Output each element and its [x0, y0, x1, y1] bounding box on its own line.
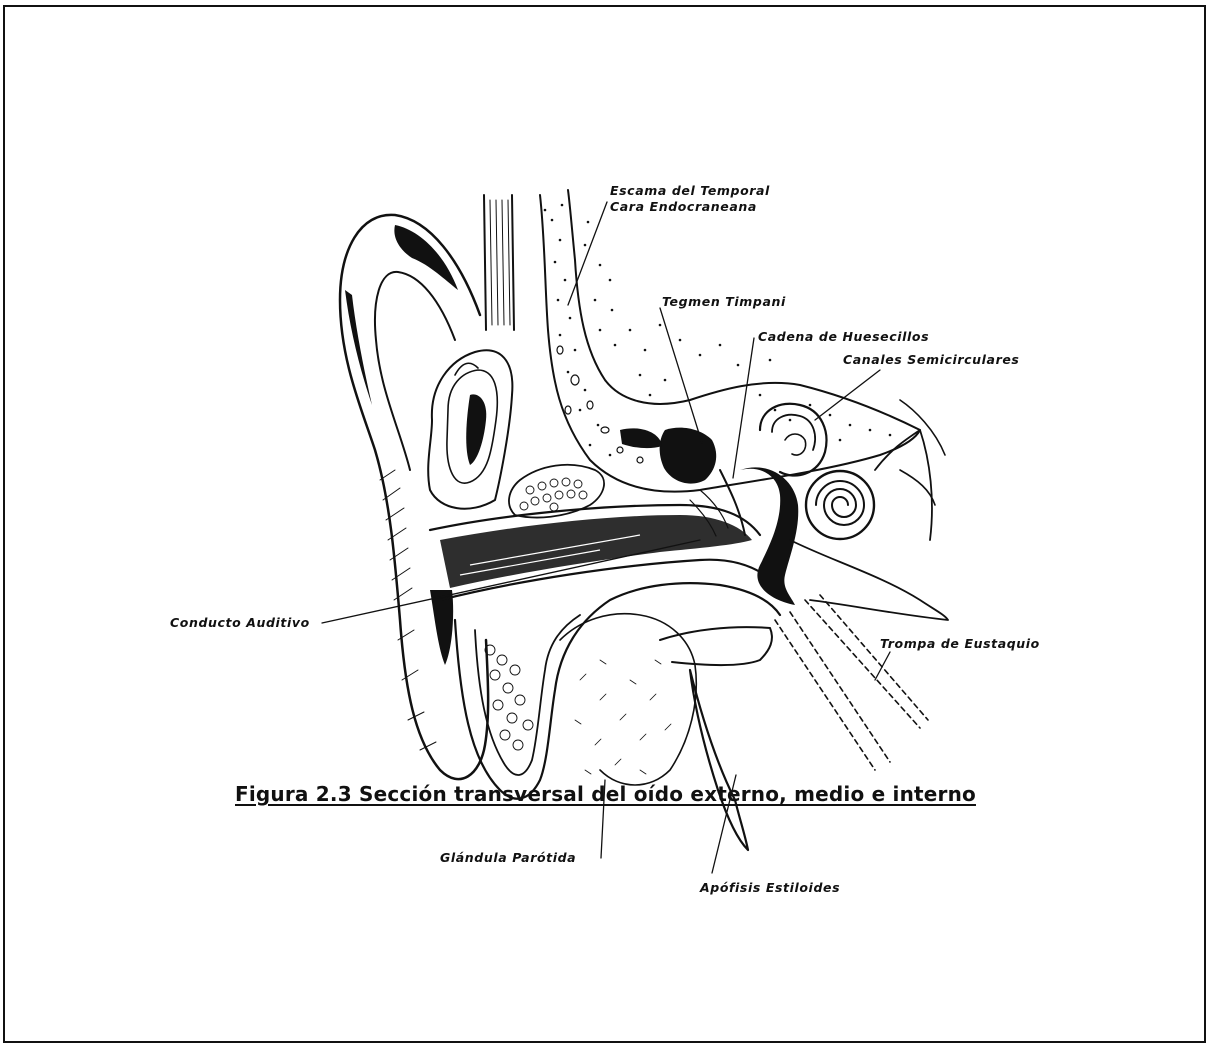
- label-conducto: Conducto Auditivo: [170, 615, 310, 630]
- canal-upper-structures: [428, 350, 604, 517]
- label-trompa: Trompa de Eustaquio: [880, 636, 1040, 651]
- mastoid-cells: [520, 478, 587, 511]
- figure-caption: Figura 2.3 Sección transversal del oído …: [0, 782, 1211, 806]
- label-cadena: Cadena de Huesecillos: [758, 329, 929, 344]
- label-apofisis: Apófisis Estiloides: [699, 880, 840, 895]
- label-escama-line1: Escama del Temporal: [610, 183, 770, 198]
- parotid-hatching: [575, 660, 671, 774]
- lower-structures: [455, 583, 780, 850]
- label-canales: Canales Semicirculares: [843, 352, 1019, 367]
- auditory-canal: [430, 505, 765, 600]
- label-tegmen: Tegmen Timpani: [662, 294, 786, 309]
- auricle: [340, 215, 488, 779]
- label-glandula: Glándula Parótida: [440, 850, 576, 865]
- eustachian-tube: [775, 595, 928, 770]
- vertical-column: [484, 195, 514, 330]
- jaw-bone-cells: [485, 645, 533, 750]
- label-escama-line2: Cara Endocraneana: [610, 199, 757, 214]
